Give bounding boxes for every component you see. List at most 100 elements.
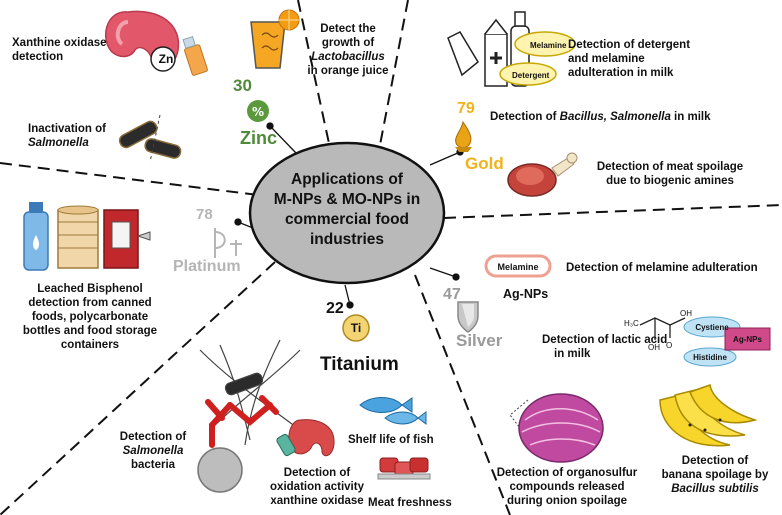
zinc-lacto-text: Detect the growth of Lactobacillus in or… [298, 22, 398, 78]
zinc-lacto-line4: in orange juice [307, 65, 389, 77]
titanium-salmonella-line3: bacteria [130, 459, 176, 471]
detergent-bubble [499, 62, 557, 86]
chem-o-label: O [666, 341, 673, 350]
zinc-dot [266, 122, 274, 130]
gold-label-melamine: Melamine [530, 41, 567, 50]
melamine-pill [484, 254, 552, 278]
zinc-xanthine-text: Xanthine oxidase detection [12, 37, 107, 63]
silver-banana-text: Detection of banana spoilage by Bacillus… [650, 454, 780, 496]
silver-banana-line3: Bacillus subtilis [671, 483, 759, 495]
cystiene-label: Cystiene [695, 323, 729, 332]
silver-name: Silver [456, 331, 503, 350]
gold-detergent-line3: adulteration in milk [568, 67, 674, 79]
onion-icon [509, 393, 604, 463]
titanium-salmonella-text: Detection of Salmonella bacteria [103, 430, 203, 472]
zinc-element-icon: % [247, 100, 269, 122]
histidine-label: Histidine [693, 353, 727, 362]
gold-meat-line2: due to biogenic amines [606, 175, 734, 187]
tin-can-icon [57, 205, 99, 269]
svg-text:%: % [252, 105, 264, 119]
gold-bacillus-italic: Bacillus, Salmonella [559, 111, 671, 123]
divider-titanium-silver [414, 274, 511, 515]
titanium-salmonella-line2: Salmonella [122, 445, 184, 457]
platinum-bisphenol-line5: containers [60, 339, 120, 351]
silver-onion-text: Detection of organosulfur compounds rele… [492, 466, 642, 508]
zinc-lacto-line3: Lactobacillus [311, 51, 385, 63]
silver-lactic-text: Detection of lactic acid in milk [542, 333, 667, 361]
center-line-2: M-NPs & MO-NPs in [273, 191, 421, 208]
platinum-bisphenol-line1: Leached Bisphenol [37, 283, 143, 295]
gold-meat-line1: Detection of meat spoilage [596, 161, 744, 173]
platinum-number: 78 [196, 206, 213, 223]
silver-lactic-line2: in milk [554, 348, 591, 360]
center-line-1: Applications of [291, 171, 403, 188]
zinc-name: Zinc [240, 128, 278, 148]
platinum-name: Platinum [173, 258, 241, 275]
zinc-lacto-line1: Detect the [320, 23, 376, 35]
zinc-inactivation-line1: Inactivation of [28, 123, 106, 135]
silver-banana-line2: banana spoilage by [661, 469, 769, 481]
titanium-meat-text: Meat freshness [368, 497, 452, 509]
agnps-box [724, 327, 771, 351]
gold-detergent-line2: and melamine [568, 53, 645, 65]
titanium-symbol: Ti [350, 321, 362, 335]
platinum-dot [234, 218, 242, 226]
titanium-dot [346, 301, 354, 309]
center-title: Applications of M-NPs & MO-NPs in commer… [264, 170, 430, 250]
chem-h3c-label: H₃C [624, 319, 639, 328]
gold-bacillus-text: Detection of Bacillus, Salmonella in mil… [490, 110, 710, 124]
titanium-fish-text: Shelf life of fish [348, 434, 434, 446]
divider-zinc-gold [379, 0, 409, 146]
titanium-element-icon [342, 314, 370, 342]
silver-lactic-line1: Detection of lactic acid [542, 334, 668, 346]
titanium-oxidation-text: Detection of oxidation activity xanthine… [262, 466, 372, 508]
gold-meat-text: Detection of meat spoilage due to biogen… [585, 160, 755, 188]
gold-bacillus-pre: Detection of [490, 111, 560, 123]
silver-element-icon [457, 301, 479, 333]
silver-agnps-label: Ag-NPs [503, 287, 549, 301]
silver-banana-line1: Detection of [681, 455, 749, 467]
lactic-acid-structure-icon [639, 317, 686, 340]
salmonella-rods-icon [118, 114, 182, 163]
gold-bacillus-post: in milk [670, 111, 711, 123]
center-line-3: commercial food [284, 211, 410, 228]
nanofiber-network-icon [199, 339, 301, 446]
titanium-oxidation-line2: oxidation activity [270, 481, 364, 493]
silver-onion-line2: compounds released [509, 481, 625, 493]
platinum-bisphenol-line2: detection from canned [28, 297, 152, 309]
antibody-icon [205, 395, 279, 448]
zinc-inactivation-text: Inactivation of Salmonella [28, 122, 106, 150]
zn-badge-icon [150, 46, 176, 72]
gold-detergent-text: Detection of detergent and melamine adul… [568, 38, 690, 80]
food-storage-can-icon [103, 209, 151, 269]
gold-name: Gold [465, 154, 504, 173]
zn-badge-label: Zn [158, 52, 174, 66]
meat-steak-icon [507, 152, 578, 197]
zinc-inactivation-line2: Salmonella [28, 137, 89, 149]
chem-oh1-label: OH [648, 343, 660, 352]
zinc-number: 30 [233, 76, 252, 95]
titanium-oxidation-line3: xanthine oxidase [270, 495, 364, 507]
water-bottle-icon [23, 202, 49, 271]
platinum-bisphenol-line3: foods, polycarbonate [31, 311, 149, 323]
platinum-element-icon [214, 228, 242, 258]
platinum-bisphenol-text: Leached Bisphenol detection from canned … [10, 282, 170, 352]
xanthine-kidney-icon [276, 419, 335, 457]
melamine-bubble [514, 31, 576, 57]
titanium-name: Titanium [320, 354, 399, 375]
zinc-lacto-line2: growth of [321, 37, 375, 49]
bacteria-cell-icon [197, 447, 243, 493]
orange-juice-icon [250, 9, 300, 69]
agnps-box-label: Ag-NPs [733, 335, 762, 344]
fish-icon [359, 397, 427, 425]
silver-number: 47 [443, 286, 461, 303]
divider-zinc-left [297, 0, 331, 149]
spray-can-icon [182, 36, 208, 76]
titanium-oxidation-line1: Detection of [283, 467, 351, 479]
divider-platinum-titanium [0, 261, 276, 515]
center-line-4: industries [309, 231, 385, 248]
